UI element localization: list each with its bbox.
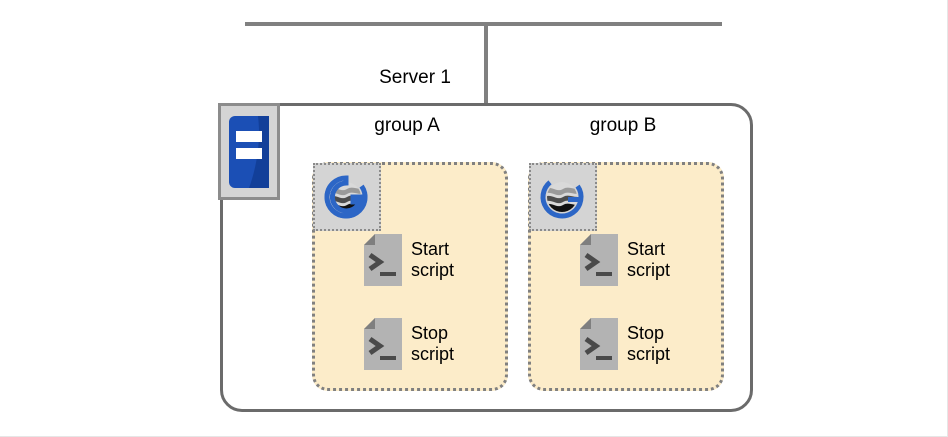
- script-file-icon: [363, 317, 403, 371]
- script-row[interactable]: Start script: [579, 233, 670, 287]
- group-box-b[interactable]: Start script Stop script: [528, 162, 724, 391]
- script-row[interactable]: Start script: [363, 233, 454, 287]
- script-file-icon: [579, 317, 619, 371]
- script-file-icon: [579, 233, 619, 287]
- cluster-globe-icon[interactable]: [529, 163, 597, 231]
- cluster-globe-icon[interactable]: [313, 163, 381, 231]
- group-label-b: group B: [589, 115, 657, 136]
- script-row[interactable]: Stop script: [579, 317, 670, 371]
- group-label-a: group A: [374, 115, 440, 136]
- server-label: Server 1: [379, 67, 451, 88]
- script-label: Stop script: [627, 323, 671, 364]
- network-bus-line: [245, 22, 722, 26]
- script-row[interactable]: Stop script: [363, 317, 454, 371]
- script-label: Start script: [627, 239, 671, 280]
- server-container: Start script Stop script: [220, 103, 753, 412]
- script-label: Stop script: [411, 323, 455, 364]
- script-label: Start script: [411, 239, 455, 280]
- server-icon[interactable]: [218, 103, 280, 200]
- network-drop-line: [484, 24, 488, 104]
- group-box-a[interactable]: Start script Stop script: [312, 162, 508, 391]
- script-file-icon: [363, 233, 403, 287]
